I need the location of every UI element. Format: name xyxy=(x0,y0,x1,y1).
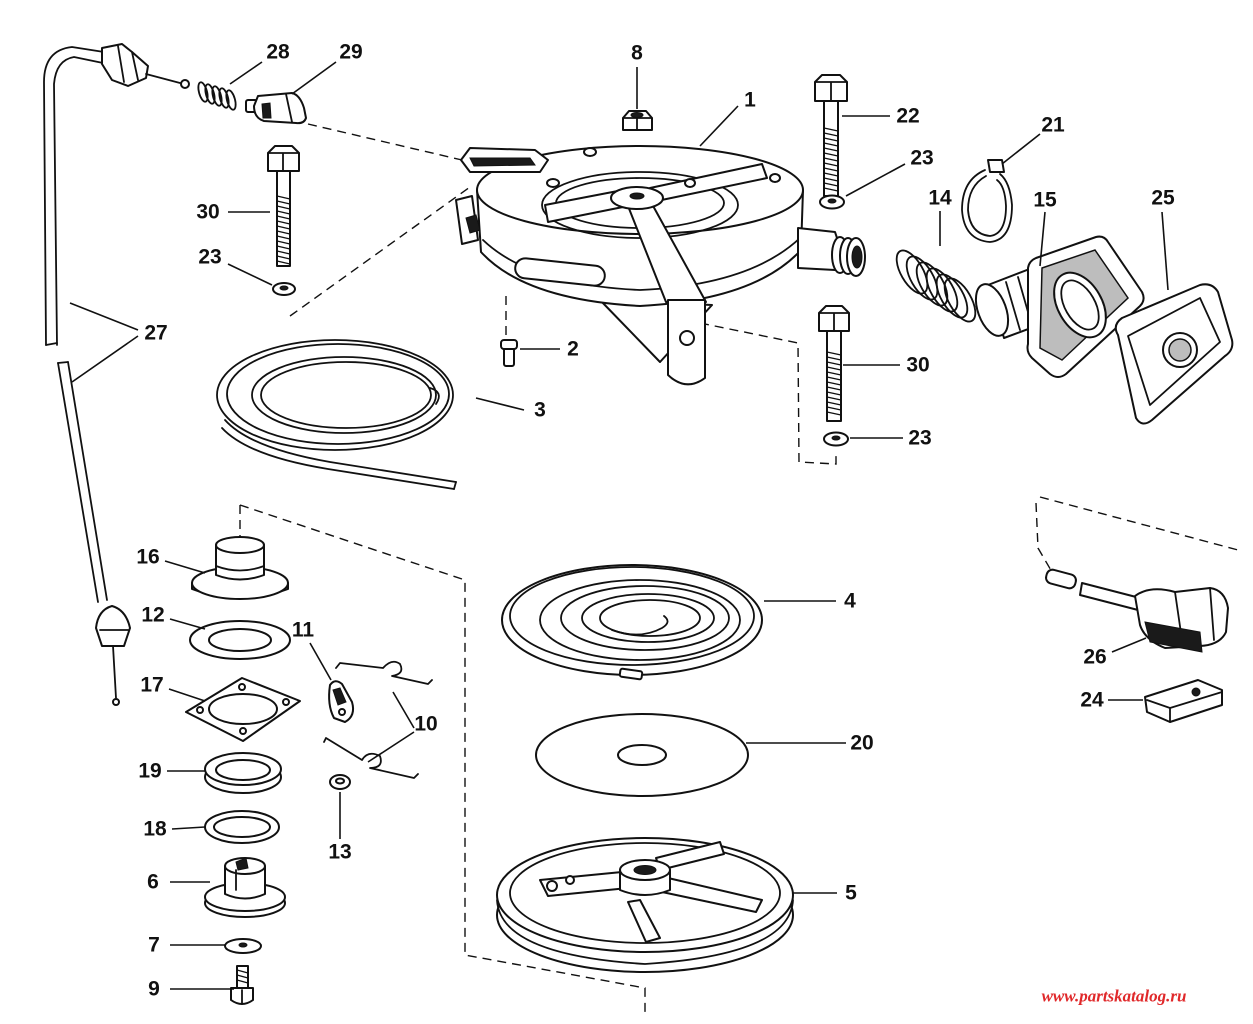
dashed-line-plunger xyxy=(307,123,463,161)
callout-label: 6 xyxy=(147,871,159,894)
callout-label: 10 xyxy=(414,713,437,736)
callout-label: 14 xyxy=(928,187,952,210)
leader-line-1 xyxy=(699,105,739,147)
part-23-washer-top-right xyxy=(819,194,845,210)
part-8-nut xyxy=(622,110,653,131)
part-24-insert xyxy=(1144,679,1223,723)
leader-lines xyxy=(69,61,1169,990)
callout-labels: 28 29 8 1 22 21 23 14 15 25 30 23 27 2 3… xyxy=(136,41,1175,1001)
leader-line-29 xyxy=(291,61,337,95)
part-2-screw xyxy=(500,339,518,367)
callout-label: 17 xyxy=(140,674,163,697)
part-15-boot xyxy=(974,235,1145,378)
callout-label: 21 xyxy=(1041,114,1065,137)
leader-line-27 xyxy=(69,302,139,383)
callout-label: 12 xyxy=(141,604,164,627)
part-1-housing xyxy=(455,145,866,386)
part-11-pawl xyxy=(328,680,355,723)
callout-label: 15 xyxy=(1033,189,1057,212)
callout-label: 25 xyxy=(1151,187,1175,210)
leader-line-18 xyxy=(171,826,206,830)
part-3-rope xyxy=(216,339,457,490)
callout-label: 3 xyxy=(534,399,546,422)
leader-line-15 xyxy=(1039,211,1046,267)
callout-label: 24 xyxy=(1080,689,1104,712)
leader-line-23-top-right xyxy=(845,163,906,197)
part-28-spring xyxy=(197,81,237,111)
part-4-rewind-spring xyxy=(501,564,763,681)
callout-label: 1 xyxy=(744,89,756,112)
part-14-spring xyxy=(895,249,977,323)
part-19-seal xyxy=(204,752,282,794)
part-27-cable xyxy=(43,43,190,706)
callout-label: 20 xyxy=(850,732,873,755)
part-21-clip xyxy=(961,159,1013,243)
callout-label: 23 xyxy=(198,246,221,269)
callout-label: 16 xyxy=(136,546,159,569)
part-20-disc xyxy=(535,713,749,797)
part-13-washer xyxy=(329,774,351,790)
part-16-cap xyxy=(191,536,289,600)
callout-label: 19 xyxy=(138,760,161,783)
leader-line-23-left xyxy=(227,263,273,286)
dashed-line-handle xyxy=(1035,496,1239,573)
leader-line-11 xyxy=(309,642,332,681)
dashed-line-pulley-stack xyxy=(239,504,646,1012)
part-9-screw xyxy=(230,965,254,1005)
leader-line-10 xyxy=(367,691,415,763)
part-12-washer xyxy=(189,620,291,660)
leader-line-12 xyxy=(169,618,206,630)
part-7-washer xyxy=(224,938,262,954)
callout-label: 26 xyxy=(1083,646,1106,669)
callout-label: 23 xyxy=(908,427,931,450)
dashed-line-right-bolt xyxy=(699,322,837,465)
part-26-handle xyxy=(1045,568,1229,653)
part-23-washer-bottom-right xyxy=(823,431,849,447)
leader-line-17 xyxy=(168,688,206,702)
part-17-gasket xyxy=(185,677,301,742)
callout-label: 7 xyxy=(148,934,160,957)
callout-label: 29 xyxy=(339,41,362,64)
part-25-plate xyxy=(1114,283,1234,425)
callout-label: 11 xyxy=(292,619,315,642)
watermark: www.partskatalog.ru xyxy=(1042,987,1187,1006)
callout-label: 22 xyxy=(896,105,919,128)
part-29-plunger xyxy=(245,92,307,125)
callout-label: 8 xyxy=(631,42,643,65)
part-23-washer-left xyxy=(272,282,296,296)
part-30-bolt-left xyxy=(267,145,300,267)
callout-label: 23 xyxy=(910,147,933,170)
part-5-pulley xyxy=(496,837,794,973)
callout-label: 4 xyxy=(844,590,856,613)
callout-label: 9 xyxy=(148,978,160,1001)
part-18-o-ring xyxy=(204,810,280,844)
part-10-springs xyxy=(323,660,433,779)
callout-label: 28 xyxy=(266,41,290,64)
callout-label: 2 xyxy=(567,338,579,361)
callout-label: 13 xyxy=(328,841,351,864)
leader-line-26 xyxy=(1111,637,1147,653)
callout-label: 30 xyxy=(196,201,219,224)
part-30-bolt-right xyxy=(818,305,850,422)
callout-label: 30 xyxy=(906,354,929,377)
leader-line-21 xyxy=(1001,133,1041,165)
leader-line-3 xyxy=(475,397,525,411)
dashed-line-left-bolt xyxy=(289,186,471,317)
leader-line-28 xyxy=(229,61,263,85)
part-6-hub xyxy=(204,857,286,918)
leader-line-25 xyxy=(1161,211,1169,291)
assembly-dashed-lines xyxy=(239,123,1239,1012)
callout-label: 5 xyxy=(845,882,857,905)
part-22-bolt xyxy=(814,74,848,197)
callout-label: 18 xyxy=(143,818,167,841)
callout-label: 27 xyxy=(144,322,167,345)
leader-line-16 xyxy=(164,560,206,574)
